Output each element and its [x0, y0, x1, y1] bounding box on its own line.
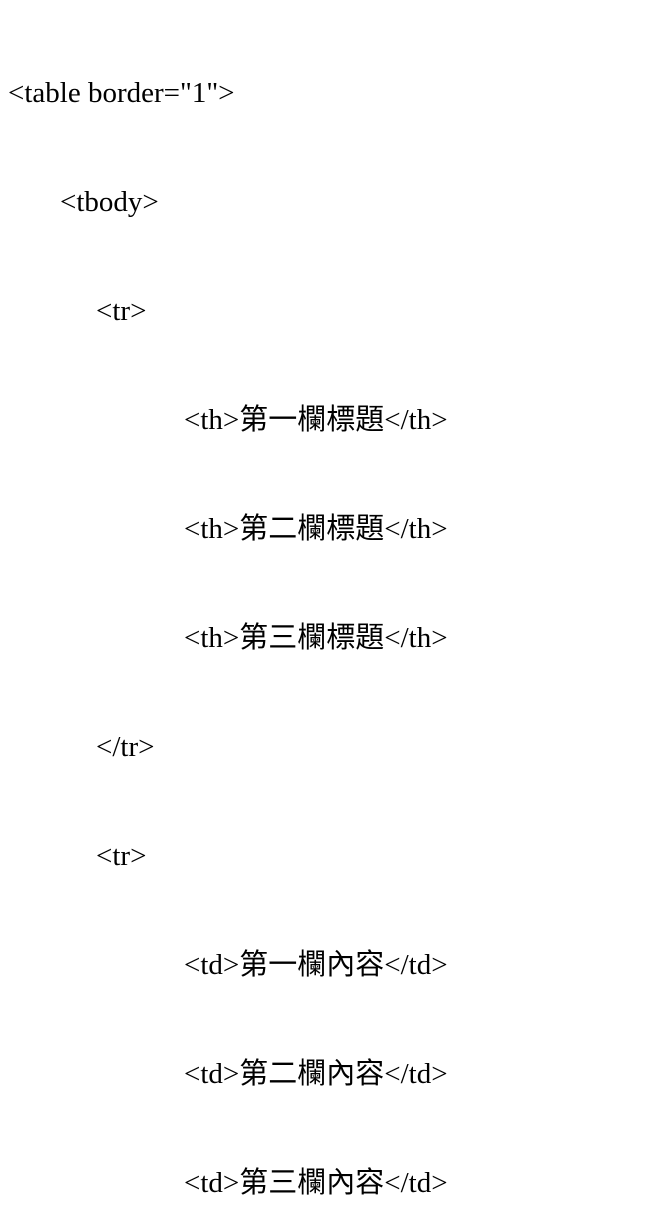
code-line-th-2: <th>第二欄標題</th> — [184, 513, 448, 545]
code-line-table-open: <table border="1"> — [8, 77, 235, 109]
code-line-tr-open-2: <tr> — [96, 840, 147, 872]
code-line-td-1: <td>第一欄內容</td> — [184, 949, 448, 981]
code-line-td-3: <td>第三欄內容</td> — [184, 1167, 448, 1199]
code-line-th-1: <th>第一欄標題</th> — [184, 404, 448, 436]
code-line-tr-open-1: <tr> — [96, 295, 147, 327]
code-line-th-3: <th>第三欄標題</th> — [184, 622, 448, 654]
code-line-tr-close-1: </tr> — [96, 731, 155, 763]
code-line-tbody-open: <tbody> — [60, 186, 159, 218]
code-line-td-2: <td>第二欄內容</td> — [184, 1058, 448, 1090]
